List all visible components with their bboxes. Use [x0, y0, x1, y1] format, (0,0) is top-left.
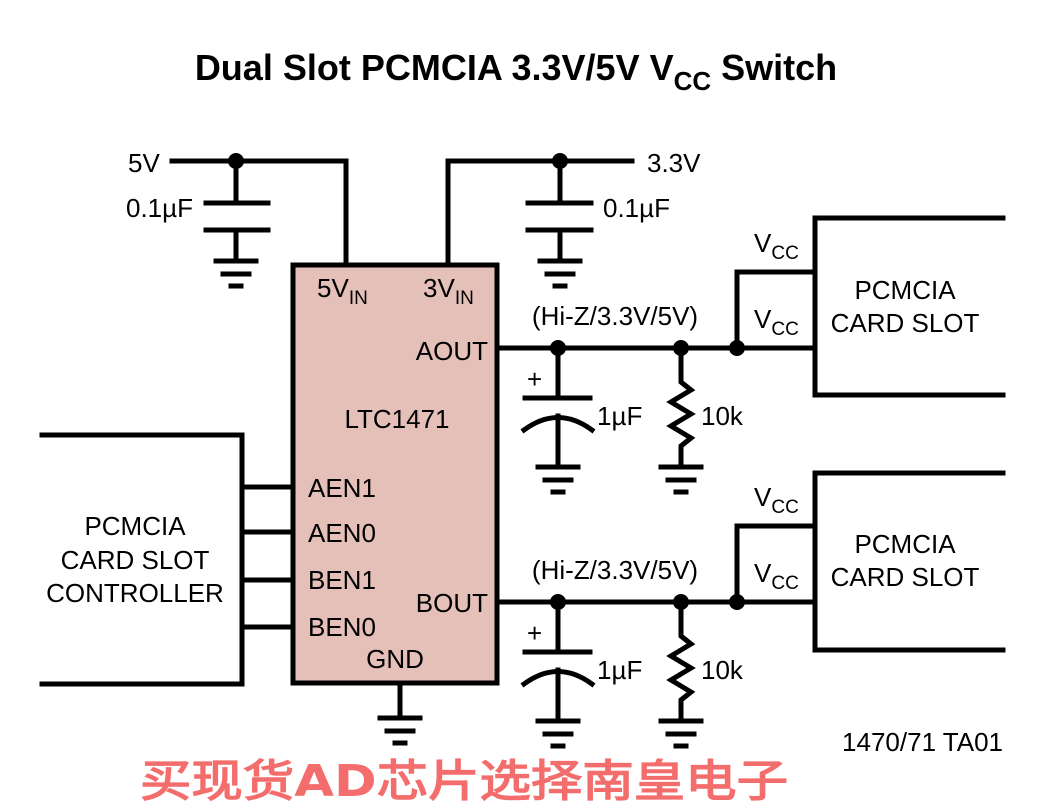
svg-text:AOUT: AOUT [416, 336, 488, 366]
watermark: 买现货AD芯片选择南皇电子 [140, 756, 788, 807]
svg-text:AEN0: AEN0 [308, 518, 376, 548]
resistor-10k [666, 599, 696, 724]
output-a: (Hi-Z/3.3V/5V) + 1µF 10k [495, 269, 818, 492]
svg-text:(Hi-Z/3.3V/5V): (Hi-Z/3.3V/5V) [532, 555, 698, 585]
ground-icon [216, 261, 256, 286]
svg-text:1µF: 1µF [597, 655, 642, 685]
svg-text:10k: 10k [701, 401, 744, 431]
svg-text:BOUT: BOUT [416, 588, 488, 618]
svg-text:VCC: VCC [754, 228, 799, 264]
ground-icon [661, 467, 701, 492]
svg-text:CARD SLOT: CARD SLOT [61, 545, 210, 575]
svg-text:3.3V: 3.3V [647, 148, 701, 178]
svg-text:AEN1: AEN1 [308, 473, 376, 503]
pcmcia-card-slot-b: VCC VCC PCMCIA CARD SLOT [754, 470, 1006, 653]
ground-icon [540, 261, 580, 286]
svg-text:PCMCIA: PCMCIA [854, 275, 956, 305]
svg-text:VCC: VCC [754, 482, 799, 518]
svg-text:3VIN: 3VIN [423, 273, 474, 309]
svg-text:CARD SLOT: CARD SLOT [831, 562, 980, 592]
output-b: (Hi-Z/3.3V/5V) + 1µF 10k [495, 523, 818, 746]
ground-icon [538, 721, 578, 746]
resistor-10k [666, 345, 696, 470]
diagram-title: Dual Slot PCMCIA 3.3V/5V VCC Switch [195, 47, 837, 96]
svg-text:PCMCIA: PCMCIA [84, 511, 186, 541]
svg-text:+: + [527, 364, 542, 394]
svg-text:0.1µF: 0.1µF [603, 193, 670, 223]
svg-text:CARD SLOT: CARD SLOT [831, 308, 980, 338]
svg-text:PCMCIA: PCMCIA [854, 529, 956, 559]
chip-name: LTC1471 [344, 404, 449, 434]
pcmcia-card-slot-a: VCC VCC PCMCIA CARD SLOT [754, 215, 1006, 398]
ground-icon [661, 721, 701, 746]
figure-id: 1470/71 TA01 [842, 727, 1003, 757]
supply-5v: 5V 0.1µF [126, 148, 349, 286]
svg-text:VCC: VCC [754, 558, 799, 594]
svg-text:BEN1: BEN1 [308, 565, 376, 595]
ltc1471-chip: 5VIN 3VIN AOUT LTC1471 AEN1 AEN0 BEN1 BO… [290, 262, 500, 743]
ground-icon [380, 718, 420, 743]
svg-text:CONTROLLER: CONTROLLER [46, 578, 224, 608]
svg-text:+: + [527, 618, 542, 648]
ground-icon [538, 467, 578, 492]
svg-text:5VIN: 5VIN [317, 273, 368, 309]
card-slot-controller: PCMCIA CARD SLOT CONTROLLER [39, 432, 295, 687]
svg-text:0.1µF: 0.1µF [126, 193, 193, 223]
svg-text:VCC: VCC [754, 304, 799, 340]
svg-text:BEN0: BEN0 [308, 612, 376, 642]
supply-3v3: 3.3V 0.1µF [445, 148, 701, 286]
svg-text:10k: 10k [701, 655, 744, 685]
svg-text:5V: 5V [128, 148, 160, 178]
svg-text:1µF: 1µF [597, 401, 642, 431]
svg-text:GND: GND [366, 644, 424, 674]
svg-text:(Hi-Z/3.3V/5V): (Hi-Z/3.3V/5V) [532, 301, 698, 331]
